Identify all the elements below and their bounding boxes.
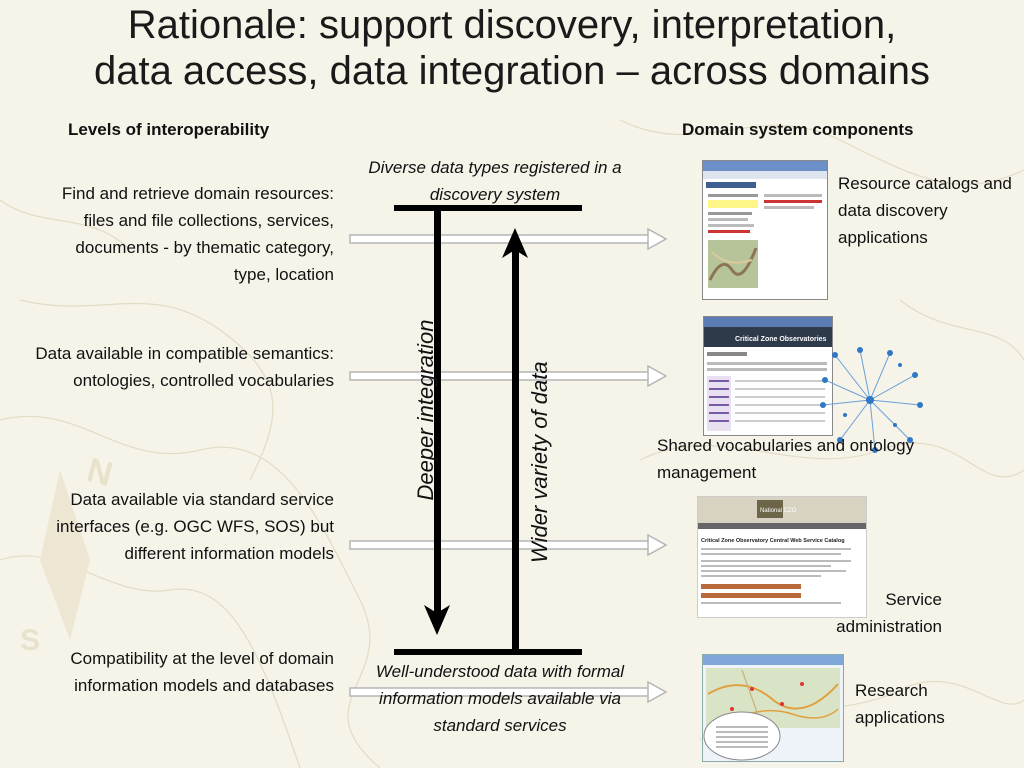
left-column-heading: Levels of interoperability [68, 120, 270, 139]
top-bar [394, 205, 582, 211]
bottom-bar [394, 649, 582, 655]
down-arrow [424, 208, 450, 635]
deeper-integration-label: Deeper integration [413, 319, 438, 501]
connector-arrow-3 [349, 533, 668, 557]
service-catalog-screenshot: National CZO Critical Zone Observatory C… [697, 496, 867, 618]
level-semantics-text: Data available in compatible semantics: … [35, 344, 334, 390]
wider-variety-label: Wider variety of data [527, 361, 552, 563]
component-shared-vocabularies: Shared vocabularies and ontology managem… [657, 436, 915, 482]
connector-arrow-4 [349, 680, 668, 704]
research-app-screenshot [702, 654, 844, 762]
up-arrow [502, 228, 528, 651]
national-czo-logo-text: National CZO [760, 508, 797, 514]
title-line-1: Rationale: support discovery, interpreta… [127, 3, 897, 47]
top-caption: Diverse data types registered in a disco… [368, 158, 622, 204]
ontology-graph-image [820, 347, 923, 453]
component-service-administration: Service administration [836, 590, 942, 636]
level-connector-arrows [349, 227, 668, 704]
right-column-heading: Domain system components [682, 120, 914, 139]
service-catalog-title-text: Critical Zone Observatory Central Web Se… [701, 538, 845, 544]
component-research-applications: Research applications [855, 681, 945, 727]
level-information-models-text: Compatibility at the level of domain inf… [70, 649, 334, 695]
compass-needle-shape [40, 470, 90, 640]
component-resource-catalogs: Resource catalogs and data discovery app… [838, 174, 1012, 247]
vocabulary-screenshot: Critical Zone Observatories [703, 316, 833, 436]
level-service-interfaces-text: Data available via standard service inte… [56, 490, 334, 563]
cz-banner-text: Critical Zone Observatories [735, 336, 827, 343]
resource-catalog-screenshot [702, 160, 828, 300]
svg-text:S: S [20, 624, 40, 657]
connector-arrow-1 [349, 227, 668, 251]
connector-arrow-2 [349, 364, 668, 388]
slide-title: Rationale: support discovery, interpreta… [0, 2, 1024, 94]
title-line-2: data access, data integration – across d… [93, 49, 931, 93]
bottom-caption: Well-understood data with formal informa… [375, 662, 625, 735]
level-discovery-text: Find and retrieve domain resources: file… [61, 184, 334, 284]
